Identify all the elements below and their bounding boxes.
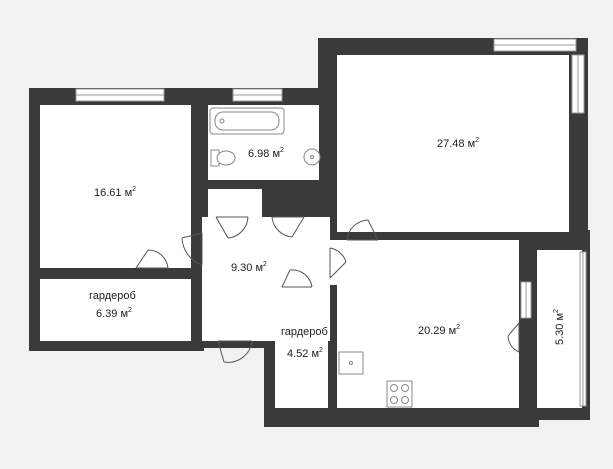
door-entrance — [217, 340, 253, 363]
door-hall-west — [181, 232, 203, 266]
area-label-bathroom: 6.98 м2 — [248, 147, 284, 160]
name-label-wardrobe-west: гардероб — [89, 290, 136, 302]
floors — [40, 55, 582, 408]
room-labels: 16.61 м2 6.98 м2 27.48 м2 9.30 м2 гардер… — [89, 137, 566, 360]
area-label-kitchen: 20.29 м2 — [418, 324, 460, 337]
area-label-wardrobe-center: 4.52 м2 — [287, 347, 323, 360]
floor-kitchen — [337, 240, 519, 408]
sink-drain-icon — [310, 155, 314, 159]
door-wardrobe-center — [281, 269, 313, 288]
door-bedroom — [135, 249, 169, 269]
area-label-living-room: 27.48 м2 — [437, 137, 479, 150]
area-label-wardrobe-west: 6.39 м2 — [96, 307, 132, 320]
door-living — [346, 219, 379, 241]
stove-icon — [386, 380, 413, 408]
bathtub-inner-icon — [214, 111, 280, 131]
area-label-balcony: 5.30 м2 — [553, 309, 566, 345]
area-label-bedroom-west: 16.61 м2 — [94, 186, 136, 199]
burner-icon — [390, 396, 398, 404]
kitchen-sink-drain-icon — [349, 361, 353, 365]
area-label-hallway: 9.30 м2 — [231, 261, 267, 274]
toilet-bowl-icon — [216, 150, 236, 166]
floor-bedroom-west — [40, 105, 191, 268]
door-balcony — [507, 322, 520, 353]
floor-balcony — [537, 250, 582, 408]
door-niche — [215, 216, 249, 239]
burner-icon — [401, 384, 409, 392]
window-mullions — [76, 44, 584, 406]
floor-wardrobe-west — [40, 279, 191, 341]
burner-icon — [401, 396, 409, 404]
door-kitchen-link — [329, 247, 347, 279]
tap-icon — [219, 118, 225, 124]
floor-living-room — [337, 55, 569, 232]
fixtures — [209, 107, 413, 408]
name-label-wardrobe-center: гардероб — [281, 326, 328, 338]
burner-icon — [390, 384, 398, 392]
doors — [135, 216, 520, 363]
floor-wardrobe-center — [275, 293, 328, 408]
floor-bath-niche — [208, 189, 262, 217]
door-bathroom — [271, 216, 305, 238]
